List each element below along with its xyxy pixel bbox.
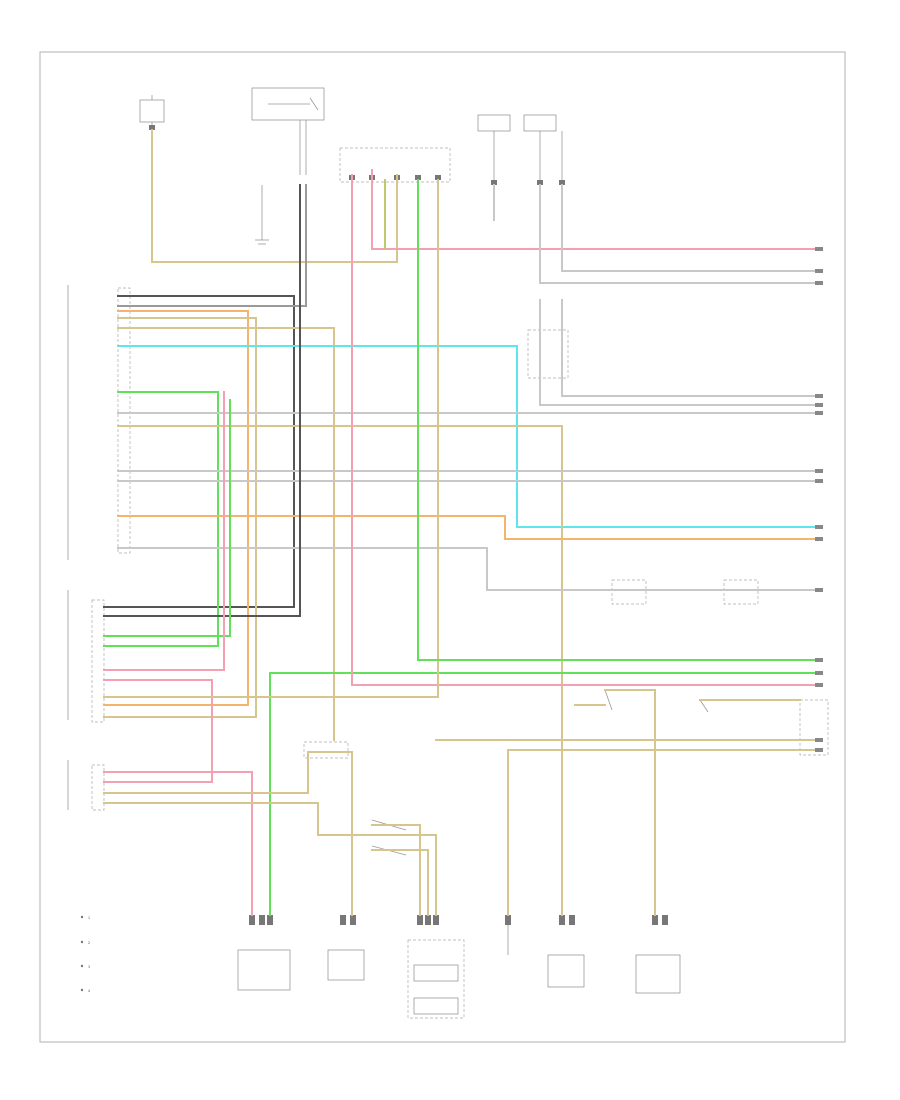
wire-cyan — [117, 345, 816, 528]
hot-at-all-times-fuse — [139, 95, 165, 130]
wire-terminal — [815, 411, 823, 415]
wire-terminal — [815, 738, 823, 742]
wire-pink — [103, 771, 253, 916]
junction-block — [339, 147, 451, 183]
wire-terminal — [815, 537, 823, 541]
wire-tan — [117, 327, 335, 741]
legend-item-label: 3 — [88, 965, 90, 969]
legend-item: 4 — [80, 988, 90, 993]
lower-left-connector — [67, 760, 105, 811]
ecm-connector — [67, 285, 131, 560]
wire-pink — [351, 174, 816, 686]
wire-tan — [103, 802, 437, 916]
wire-terminal — [815, 269, 823, 273]
wire-gray — [117, 184, 307, 307]
wire-terminal — [815, 394, 823, 398]
legend-item: 3 — [80, 964, 90, 969]
wire-tan — [151, 129, 398, 263]
wire-terminal — [815, 748, 823, 752]
wire-green — [103, 391, 219, 647]
wire-lightgray — [539, 184, 816, 284]
bottom-component-6 — [635, 915, 681, 994]
wire-terminal — [815, 403, 823, 407]
wire-lightgray — [539, 299, 816, 406]
wire-terminal — [815, 671, 823, 675]
ground-left — [255, 185, 269, 245]
bottom-component-4 — [505, 915, 511, 955]
wire-tan — [371, 849, 429, 916]
bottom-component-5 — [547, 915, 585, 988]
wire-terminal — [815, 525, 823, 529]
wire-pink — [103, 391, 225, 671]
wire-green — [269, 672, 816, 916]
sensor-right-2 — [723, 579, 759, 605]
wire-terminal — [815, 281, 823, 285]
wire-tan — [117, 425, 563, 916]
wire-green — [103, 399, 231, 637]
wire-lightgray — [561, 184, 816, 272]
wire-dark — [103, 184, 301, 617]
wire-terminal — [815, 588, 823, 592]
wire-tan — [103, 179, 439, 698]
legend: 1 2 3 4 — [80, 915, 90, 993]
fuse-block-right — [477, 114, 565, 185]
wire-terminal — [815, 479, 823, 483]
combination-meter-connector — [67, 590, 105, 723]
legend-item-label: 4 — [88, 989, 90, 993]
wire-orange — [117, 515, 816, 540]
wire-group — [103, 129, 823, 916]
wire-tan — [103, 317, 257, 718]
diagram-frame — [39, 51, 846, 1043]
bottom-component-2 — [327, 915, 365, 981]
legend-item-label: 1 — [88, 916, 90, 920]
legend-item: 2 — [80, 940, 90, 945]
legend-item-label: 2 — [88, 941, 90, 945]
wire-orange — [103, 310, 249, 706]
wire-pink — [371, 169, 816, 250]
wire-terminal — [815, 658, 823, 662]
wire-lightgray — [117, 547, 816, 591]
wire-dark — [103, 295, 295, 608]
bottom-component-3 — [407, 915, 465, 1019]
wire-tan — [103, 751, 353, 916]
wire-pink — [103, 679, 213, 783]
wire-terminal — [815, 683, 823, 687]
legend-item: 1 — [80, 915, 90, 920]
right-edge-connector — [799, 699, 829, 756]
main-relay — [251, 87, 325, 175]
sensor-right-1 — [611, 579, 647, 605]
wire-terminal — [815, 247, 823, 251]
wire-tan — [371, 824, 421, 916]
wire-lightgray — [561, 299, 816, 397]
wire-terminal — [815, 469, 823, 473]
switch-cluster — [303, 689, 709, 856]
wire-green — [417, 179, 816, 661]
bottom-component-1 — [237, 915, 291, 991]
